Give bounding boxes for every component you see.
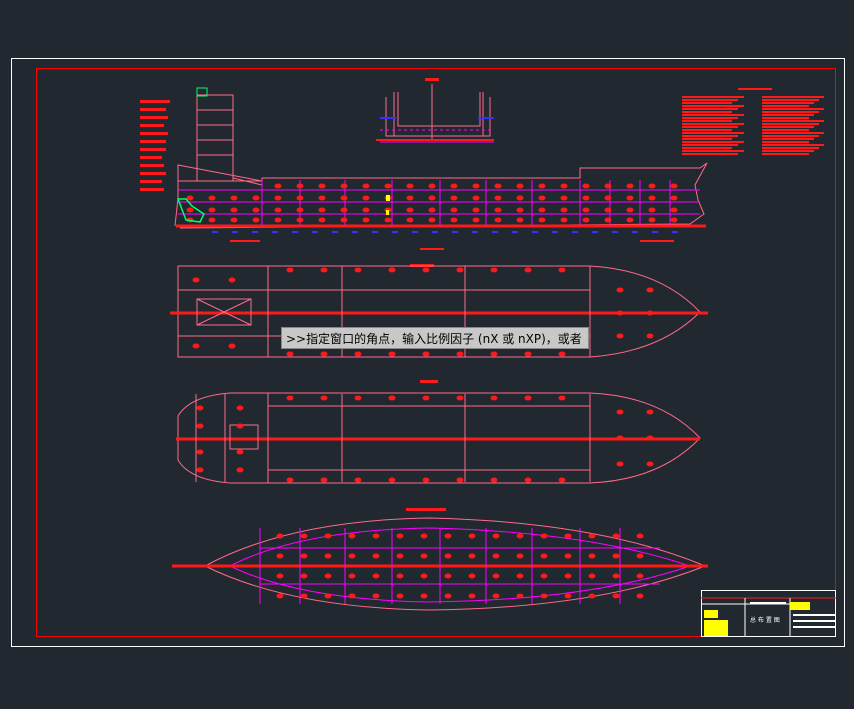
general-notes-block xyxy=(682,88,824,155)
midship-section-view xyxy=(376,78,494,143)
title-block: 总 布 置 图 xyxy=(701,590,836,637)
drawing-sheet-frame xyxy=(11,58,845,647)
profile-view xyxy=(140,87,708,250)
drawing-title: 总 布 置 图 xyxy=(750,616,780,624)
tween-deck-plan xyxy=(176,380,701,484)
drawing-border xyxy=(36,68,836,637)
command-line-prompt[interactable]: >>指定窗口的角点，输入比例因子 (nX 或 nXP)，或者 xyxy=(281,327,589,349)
tank-top-plan xyxy=(172,508,708,611)
